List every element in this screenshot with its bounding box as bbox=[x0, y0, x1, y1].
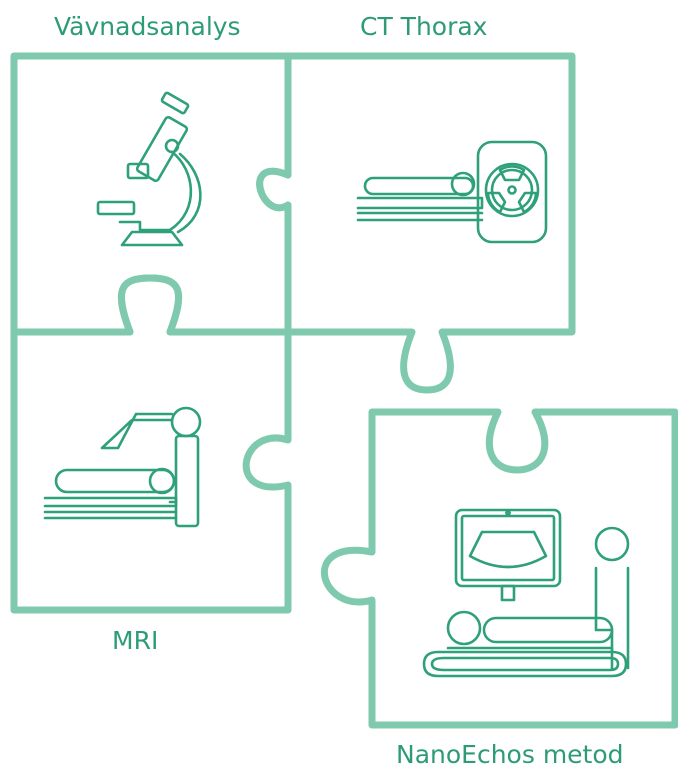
ct-scanner-icon bbox=[358, 142, 546, 242]
puzzle-piece-nanoechos bbox=[324, 412, 675, 725]
puzzle-piece-tissue bbox=[14, 56, 288, 332]
label-ct-thorax: CT Thorax bbox=[360, 12, 487, 42]
microscope-icon bbox=[98, 92, 200, 245]
mri-scanner-icon bbox=[45, 408, 200, 526]
ultrasound-exam-icon bbox=[424, 510, 628, 676]
puzzle-piece-ct bbox=[260, 56, 572, 390]
puzzle-piece-mri bbox=[14, 278, 288, 610]
label-nanoechos: NanoEchos metod bbox=[396, 740, 624, 770]
puzzle-pieces bbox=[14, 56, 675, 725]
label-tissue-analysis: Vävnadsanalys bbox=[54, 12, 241, 42]
label-mri: MRI bbox=[112, 626, 158, 656]
